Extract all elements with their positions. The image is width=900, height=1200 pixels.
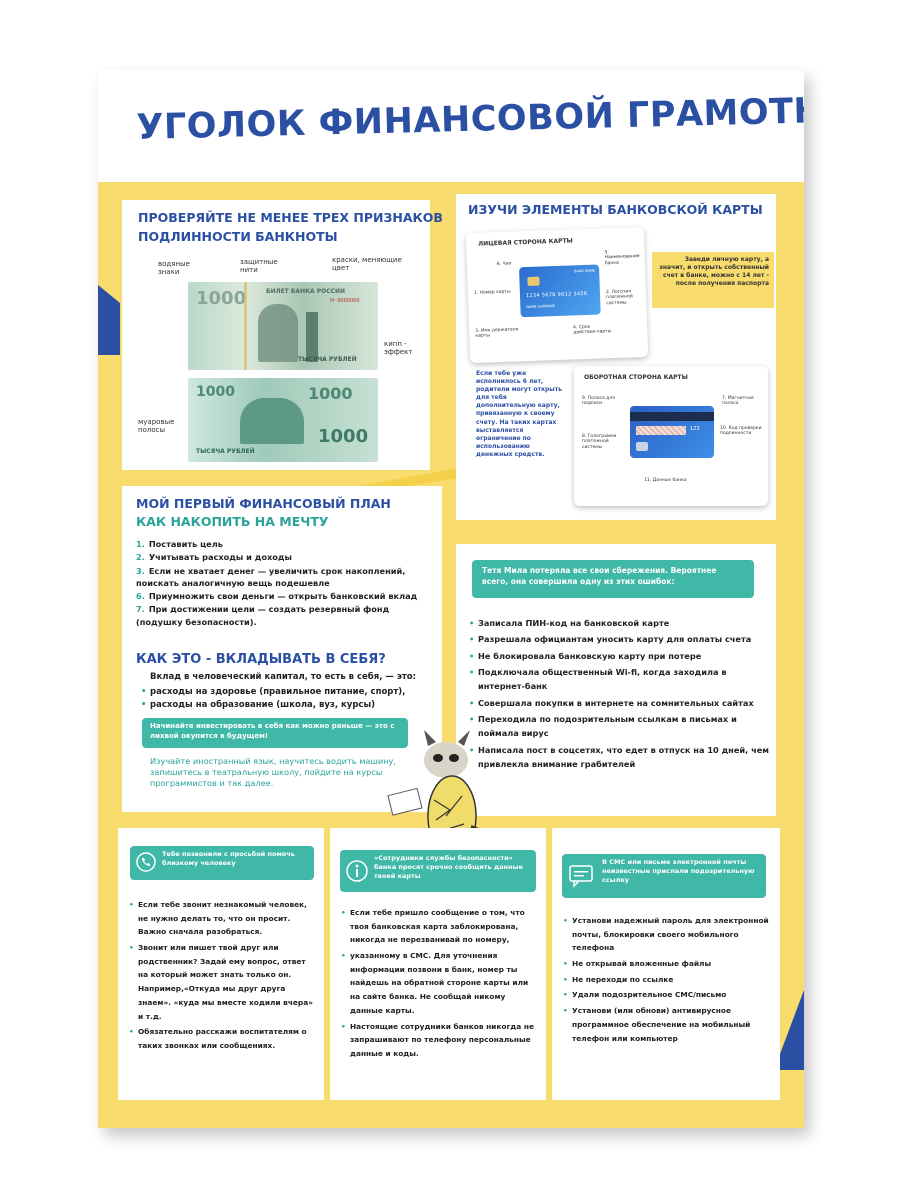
mistake-item: Записала ПИН-код на банковской карте <box>469 616 770 631</box>
security-panel: «Сотрудники службы безопасности» банка п… <box>330 828 546 1100</box>
banknote-panel: ПРОВЕРЯЙТЕ НЕ МЕНЕЕ ТРЕХ ПРИЗНАКОВ ПОДЛИ… <box>122 200 443 470</box>
step-number: 1. <box>136 539 145 549</box>
step-text: Учитывать расходы и доходы <box>148 552 292 563</box>
call-box: Тебе позвонили с просьбой помочь близком… <box>130 846 314 880</box>
invest-item: расходы на здоровье (правильное питание,… <box>141 686 420 699</box>
step-number: 7. <box>136 604 145 615</box>
right-blue-triangle <box>774 990 804 1070</box>
sms-tip: Установи надежный пароль для электронной… <box>563 914 772 955</box>
mistake-item: Совершала покупки в интернете на сомните… <box>469 696 770 711</box>
mistake-item: Подключала общественный Wi-fi, когда зах… <box>469 665 770 694</box>
poster-board: УГОЛОК ФИНАНСОВОЙ ГРАМОТНОСТИ ПРОВЕРЯЙТЕ… <box>98 70 804 1128</box>
info-icon <box>346 860 368 882</box>
call-tip: Обязательно расскажи воспитателям о таки… <box>129 1025 318 1052</box>
chip-icon <box>527 276 540 287</box>
mistakes-panel: Тетя Мила потеряла все свои сбережения. … <box>456 544 776 816</box>
phone-icon <box>136 852 156 872</box>
banknote-heading-line2: ПОДЛИННОСТИ БАНКНОТЫ <box>138 229 338 244</box>
hologram-icon <box>636 442 648 451</box>
mistake-item: Переходила по подозрительным ссылкам в п… <box>469 712 770 741</box>
bank-card-heading: ИЗУЧИ ЭЛЕМЕНТЫ БАНКОВСКОЙ КАРТЫ <box>468 202 763 217</box>
security-box: «Сотрудники службы безопасности» банка п… <box>340 850 536 892</box>
card-back-illustration: 123 <box>630 406 714 458</box>
banknote-front-image: 1000 БИЛЕТ БАНКА РОССИИ Рг 0000000 ТЫСЯЧ… <box>188 282 378 370</box>
mistakes-box: Тетя Мила потеряла все свои сбережения. … <box>472 560 754 598</box>
step-text: Если не хватает денег — увеличить срок н… <box>136 565 406 588</box>
sms-box: В СМС или письме электронной почты неизв… <box>562 854 766 898</box>
card-back-photo: ОБОРОТНАЯ СТОРОНА КАРТЫ 123 9. Полоса дл… <box>574 366 768 506</box>
security-list: Если тебе пришло сообщение о том, что тв… <box>341 906 540 1063</box>
step-number: 3. <box>136 565 145 576</box>
label-kipp: кипп - эффект <box>384 340 413 356</box>
call-tip: Звонит или пишет твой друг или родственн… <box>129 941 318 1023</box>
step-text: Приумножить свои деньги — открыть банков… <box>148 591 418 602</box>
invest-item: расходы на образование (школа, вуз, курс… <box>141 699 420 712</box>
signature-strip <box>636 426 686 435</box>
sms-tip: Не переходи по ссылке <box>563 973 772 987</box>
bank-card-panel: ИЗУЧИ ЭЛЕМЕНТЫ БАНКОВСКОЙ КАРТЫ ЛИЦЕВАЯ … <box>456 194 776 520</box>
label-moire: муаровые полосы <box>138 418 175 434</box>
invest-items-list: расходы на здоровье (правильное питание,… <box>141 686 420 713</box>
banknote-heading-line1: ПРОВЕРЯЙТЕ НЕ МЕНЕЕ ТРЕХ ПРИЗНАКОВ <box>138 210 443 225</box>
call-tip: Если тебе звонит незнакомый человек, не … <box>129 898 318 939</box>
age14-note: Заведи личную карту, а значит, и открыть… <box>652 252 774 308</box>
banknote-back-image: 1000 1000 1000 ТЫСЯЧА РУБЛЕЙ <box>188 378 378 462</box>
security-tip: Настоящие сотрудники банков никогда не з… <box>341 1020 540 1061</box>
sms-panel: В СМС или письме электронной почты неизв… <box>552 828 780 1100</box>
mistake-item: Разрешала официантам уносить карту для о… <box>469 632 770 647</box>
plan-step: 2.Учитывать расходы и доходы <box>136 551 426 563</box>
sms-list: Установи надежный пароль для электронной… <box>563 914 772 1047</box>
step-text: Поставить цель <box>148 539 223 549</box>
sms-tip: Удали подозрительное СМС/письмо <box>563 988 772 1002</box>
step-text: При достижении цели — создать резервный … <box>136 604 390 627</box>
sms-tip: Установи (или обнови) антивирусное прогр… <box>563 1004 772 1045</box>
card-front-illustration: BANK NAME 1234 5678 9012 3456 NAME SURNA… <box>519 264 601 318</box>
financial-plan-panel: МОЙ ПЕРВЫЙ ФИНАНСОВЫЙ ПЛАН КАК НАКОПИТЬ … <box>122 486 442 812</box>
plan-step: 1.Поставить цель <box>136 538 426 550</box>
mistakes-list: Записала ПИН-код на банковской картеРазр… <box>469 616 770 773</box>
plan-step: 6.Приумножить свои деньги — открыть банк… <box>136 590 426 602</box>
security-tip: указанному в СМС. Для уточнения информац… <box>341 949 540 1017</box>
label-watermarks: водяные знаки <box>158 260 190 276</box>
message-icon <box>569 865 593 888</box>
age6-note: Если тебе уже исполнилось 6 лет, родител… <box>476 370 563 458</box>
step-number: 6. <box>136 591 145 602</box>
poster-header <box>98 70 804 182</box>
plan-heading1: МОЙ ПЕРВЫЙ ФИНАНСОВЫЙ ПЛАН <box>136 496 391 511</box>
magnetic-stripe <box>630 412 714 421</box>
invest-heading: КАК ЭТО - ВКЛАДЫВАТЬ В СЕБЯ? <box>136 652 386 667</box>
label-threads: защитные нити <box>240 258 278 274</box>
sms-tip: Не открывай вложенные файлы <box>563 957 772 971</box>
label-inks: краски, меняющие цвет <box>332 256 402 272</box>
plan-step: 7.При достижении цели — создать резервны… <box>136 603 426 628</box>
card-front-photo: ЛИЦЕВАЯ СТОРОНА КАРТЫ BANK NAME 1234 567… <box>465 226 649 364</box>
call-list: Если тебе звонит незнакомый человек, не … <box>129 898 318 1055</box>
invest-tip: Изучайте иностранный язык, научитесь вод… <box>150 756 396 789</box>
security-tip: Если тебе пришло сообщение о том, что тв… <box>341 906 540 947</box>
call-panel: Тебе позвонили с просьбой помочь близком… <box>118 828 324 1100</box>
step-number: 2. <box>136 552 145 563</box>
invest-intro: Вклад в человеческий капитал, то есть в … <box>150 672 417 682</box>
plan-step: 3.Если не хватает денег — увеличить срок… <box>136 565 426 590</box>
left-blue-triangle <box>98 285 120 355</box>
invest-box: Начинайте инвестировать в себя как можно… <box>142 718 408 748</box>
plan-heading2: КАК НАКОПИТЬ НА МЕЧТУ <box>136 514 329 529</box>
mistake-item: Написала пост в соцсетях, что едет в отп… <box>469 743 770 772</box>
mistake-item: Не блокировала банковскую карту при поте… <box>469 649 770 664</box>
